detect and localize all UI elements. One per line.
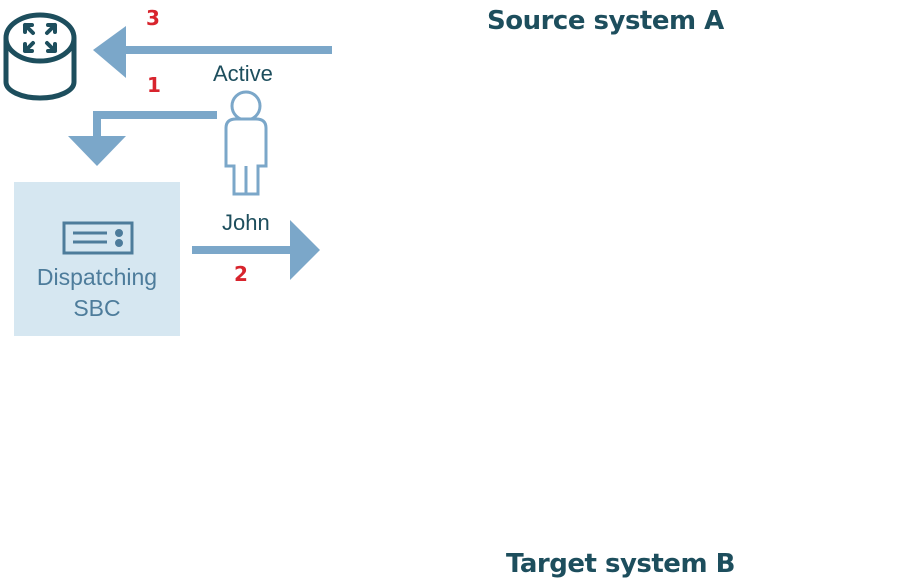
step-2-label: 2 (234, 262, 248, 286)
clock-dollar-icon (675, 104, 859, 206)
dollar-icon: $ (789, 124, 823, 184)
sbc-label: Dispatching SBC (14, 262, 180, 324)
routing-arrows-icon (428, 378, 546, 495)
server-icon (62, 221, 134, 255)
router-icon (3, 12, 77, 101)
active-label: Active (213, 61, 273, 86)
dollar-icon: $ (789, 406, 823, 466)
sbc-label-line2: SBC (73, 295, 121, 321)
user-icon (224, 90, 268, 196)
arrow-1 (68, 111, 217, 166)
sbc-box (14, 182, 180, 336)
step-1-label: 1 (147, 73, 161, 97)
target-system-title: Target system B (506, 549, 735, 579)
arrow-2 (192, 220, 320, 280)
user-name-label: John (222, 210, 270, 235)
sbc-label-line1: Dispatching (36, 264, 158, 290)
source-system-title: Source system A (487, 6, 724, 36)
step-3-label: 3 (146, 6, 160, 30)
clock-dollar-icon (675, 386, 856, 488)
arrow-3 (93, 26, 332, 78)
routing-arrows-icon (428, 95, 546, 212)
